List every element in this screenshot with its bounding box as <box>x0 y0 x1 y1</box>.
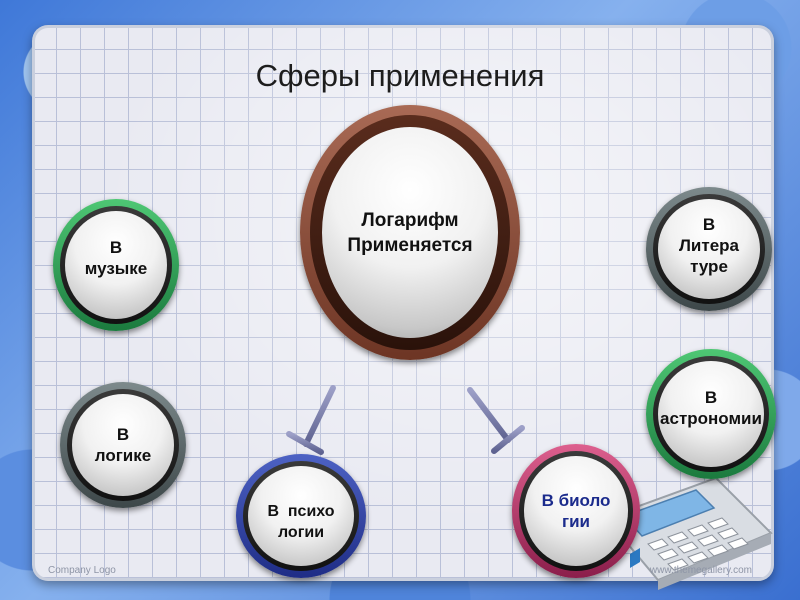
footer-website: www.themegallery.com <box>649 565 752 576</box>
node-center: Логарифм Применяется <box>300 105 520 360</box>
calculator-icon <box>598 476 773 590</box>
footer-company-logo: Company Logo <box>48 565 116 576</box>
arrow-to-biology <box>467 387 525 454</box>
arrow-to-music <box>217 239 285 285</box>
arrow-to-psychology <box>286 385 336 455</box>
node-center-label: Логарифм Применяется <box>347 209 473 256</box>
arrow-to-literature <box>527 239 596 285</box>
slide-title: Сферы применения <box>255 58 545 93</box>
